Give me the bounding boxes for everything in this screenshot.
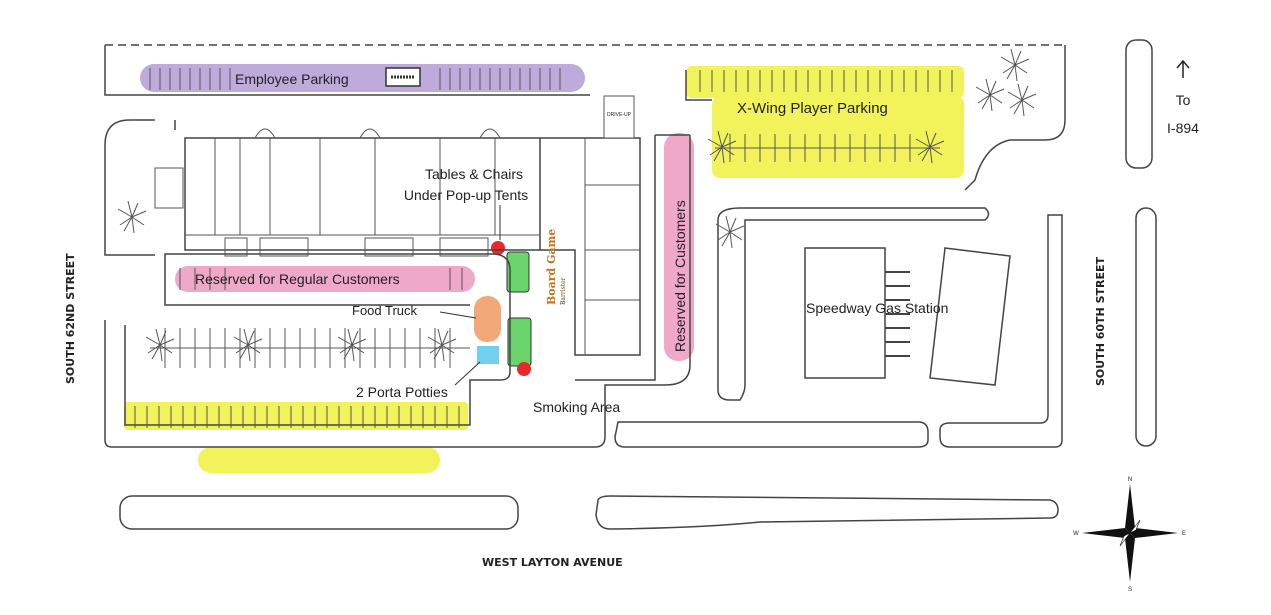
east-road-island-top xyxy=(1125,39,1153,169)
reserved-customers-highlight xyxy=(664,133,694,361)
west-lot-parking-stripes xyxy=(134,268,470,428)
to-label: To xyxy=(1176,92,1191,108)
south-62nd-street-label: SOUTH 62ND STREET xyxy=(64,253,77,384)
xwing-parking-stripes xyxy=(699,70,953,162)
gas-pumps xyxy=(885,271,910,357)
gas-station-lot-east xyxy=(939,214,1063,448)
smoking-spot-south xyxy=(517,362,531,376)
south-median-east xyxy=(595,495,1059,530)
tent-area-north xyxy=(506,251,530,293)
xwing-parking-highlight-bottom-1 xyxy=(124,402,468,430)
reserved-customers-label: Reserved for Customers xyxy=(672,200,688,352)
gas-station-label: Speedway Gas Station xyxy=(806,300,948,316)
compass-n-label: N xyxy=(1128,477,1132,483)
tables-label-line2: Under Pop-up Tents xyxy=(404,187,528,203)
tent-area-south xyxy=(507,317,532,367)
employee-parking-stripes xyxy=(149,68,561,90)
xwing-parking-label: X-Wing Player Parking xyxy=(737,100,888,117)
drive-up-box xyxy=(603,95,635,139)
highway-label: I-894 xyxy=(1167,120,1199,136)
smoking-area-label: Smoking Area xyxy=(533,399,620,415)
porta-potties-spot xyxy=(477,346,499,364)
food-truck-spot xyxy=(474,296,501,342)
store-logo: Board Game Barrister xyxy=(545,229,567,305)
gas-station-lot-outline xyxy=(717,207,990,401)
compass-w-label: W xyxy=(1073,531,1079,537)
north-lot-outline xyxy=(104,44,1066,191)
store-logo-line2: Barrister xyxy=(560,277,567,305)
compass-rose-icon: N S E W xyxy=(1073,477,1186,593)
compass-s-label: S xyxy=(1128,587,1132,593)
xwing-parking-highlight-bottom-2 xyxy=(198,447,440,473)
reserved-regular-label: Reserved for Regular Customers xyxy=(195,271,400,287)
smoking-spot-north xyxy=(491,241,505,255)
porta-potties-label: 2 Porta Potties xyxy=(356,384,448,400)
reserved-regular-highlight xyxy=(175,266,475,292)
south-60th-street-label: SOUTH 60TH STREET xyxy=(1094,256,1107,386)
employee-parking-label: Employee Parking xyxy=(235,71,349,87)
food-truck-label: Food Truck xyxy=(352,303,418,318)
tables-label-line1: Tables & Chairs xyxy=(425,166,523,182)
west-lot-outline xyxy=(104,119,929,448)
gas-station-canopy xyxy=(929,247,1011,386)
tree-icon xyxy=(117,48,1037,362)
south-median-west xyxy=(119,495,519,530)
xwing-parking-highlight-top xyxy=(686,66,964,98)
store-logo-line1: Board Game xyxy=(545,229,558,305)
west-layton-avenue-label: WEST LAYTON AVENUE xyxy=(482,556,623,569)
compass-e-label: E xyxy=(1182,531,1186,537)
north-arrow-icon xyxy=(1176,59,1190,78)
drive-up-label: DRIVE-UP xyxy=(607,112,632,118)
callout-lines xyxy=(439,205,501,386)
east-road-island-bottom xyxy=(1135,207,1157,447)
gas-station-building xyxy=(804,247,886,379)
employee-parking-highlight xyxy=(140,64,585,92)
strip-mall-building: DRIVE-UP xyxy=(154,95,690,381)
